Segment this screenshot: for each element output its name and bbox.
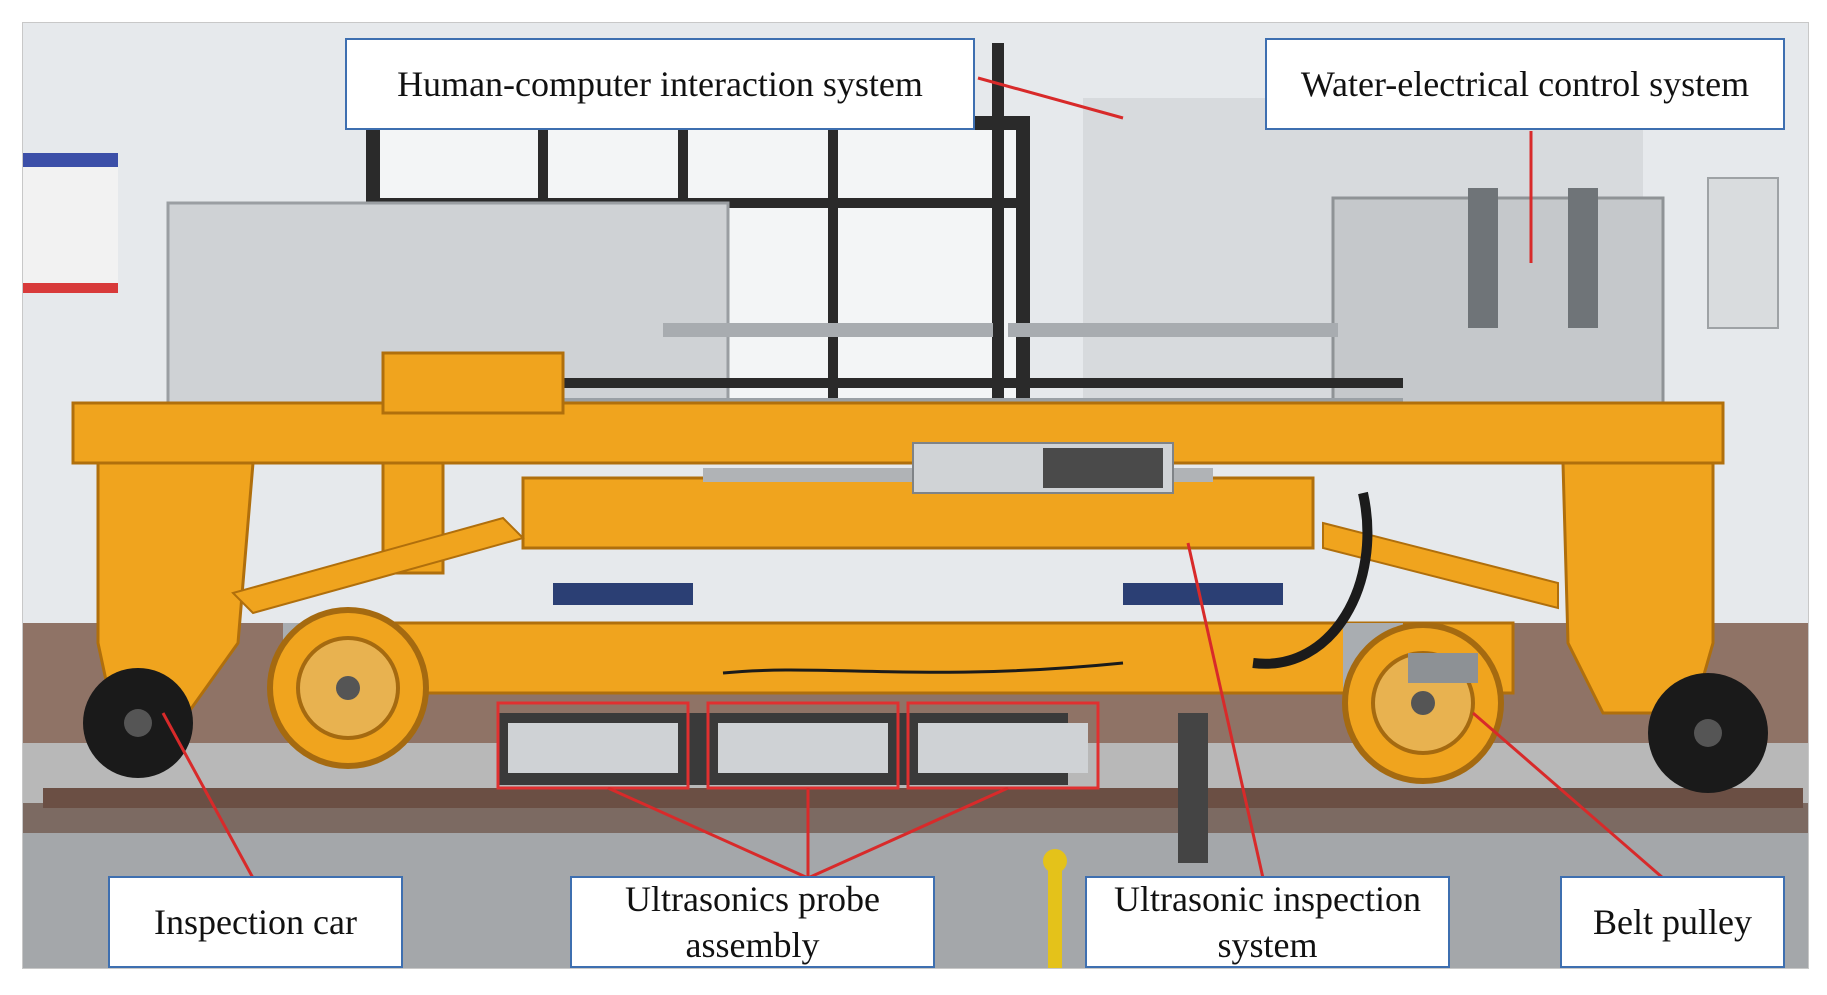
label-text: Belt pulley xyxy=(1593,902,1752,942)
label-text: Ultrasonics probe assembly xyxy=(625,879,880,965)
label-human-computer-interaction: Human-computer interaction system xyxy=(345,38,975,130)
photo-drawing xyxy=(23,23,1808,968)
label-text: Water-electrical control system xyxy=(1300,64,1750,104)
label-text: Inspection car xyxy=(154,902,357,942)
equipment-photo xyxy=(22,22,1809,969)
label-inspection-car: Inspection car xyxy=(108,876,403,968)
label-water-electrical-control: Water-electrical control system xyxy=(1265,38,1785,130)
label-ultrasonic-inspection-system: Ultrasonic inspection system xyxy=(1085,876,1450,968)
label-ultrasonics-probe-assembly: Ultrasonics probe assembly xyxy=(570,876,935,968)
label-belt-pulley: Belt pulley xyxy=(1560,876,1785,968)
label-text: Ultrasonic inspection system xyxy=(1114,879,1421,965)
label-text: Human-computer interaction system xyxy=(397,64,923,104)
